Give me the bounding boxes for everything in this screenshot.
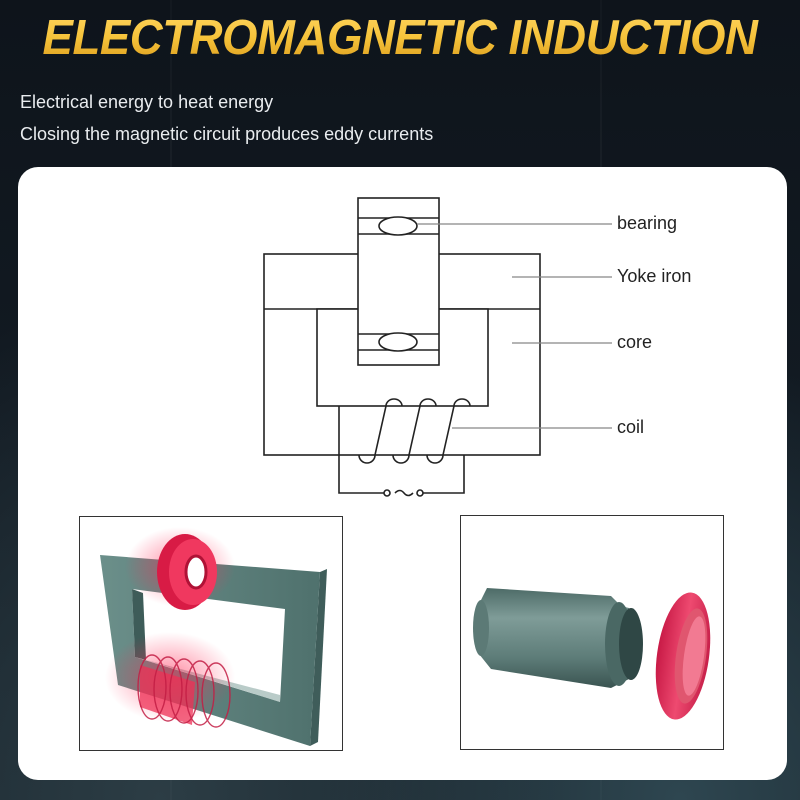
coil-lead-right — [421, 455, 465, 494]
photo-shaft-and-bearing — [460, 515, 724, 750]
label-coil: coil — [617, 417, 645, 437]
page-title: ELECTROMAGNETIC INDUCTION — [28, 10, 772, 66]
label-core: core — [617, 332, 653, 352]
shaft-bearing-illustration — [473, 588, 711, 720]
content-card: bearing Yoke iron core coil — [18, 167, 787, 780]
lower-bearing-ellipse — [378, 332, 418, 352]
label-bearing: bearing — [617, 213, 678, 233]
coil-lead-left — [338, 406, 384, 494]
subtitle-line-1: Electrical energy to heat energy — [20, 92, 274, 112]
subtitle-line-2: Closing the magnetic circuit produces ed… — [20, 124, 434, 144]
photo-core-with-bearing — [79, 516, 343, 751]
upper-bearing-ellipse — [378, 216, 418, 236]
label-yoke-iron: Yoke iron — [617, 266, 692, 286]
iron-core-illustration — [100, 527, 327, 746]
induction-schematic — [263, 197, 612, 497]
